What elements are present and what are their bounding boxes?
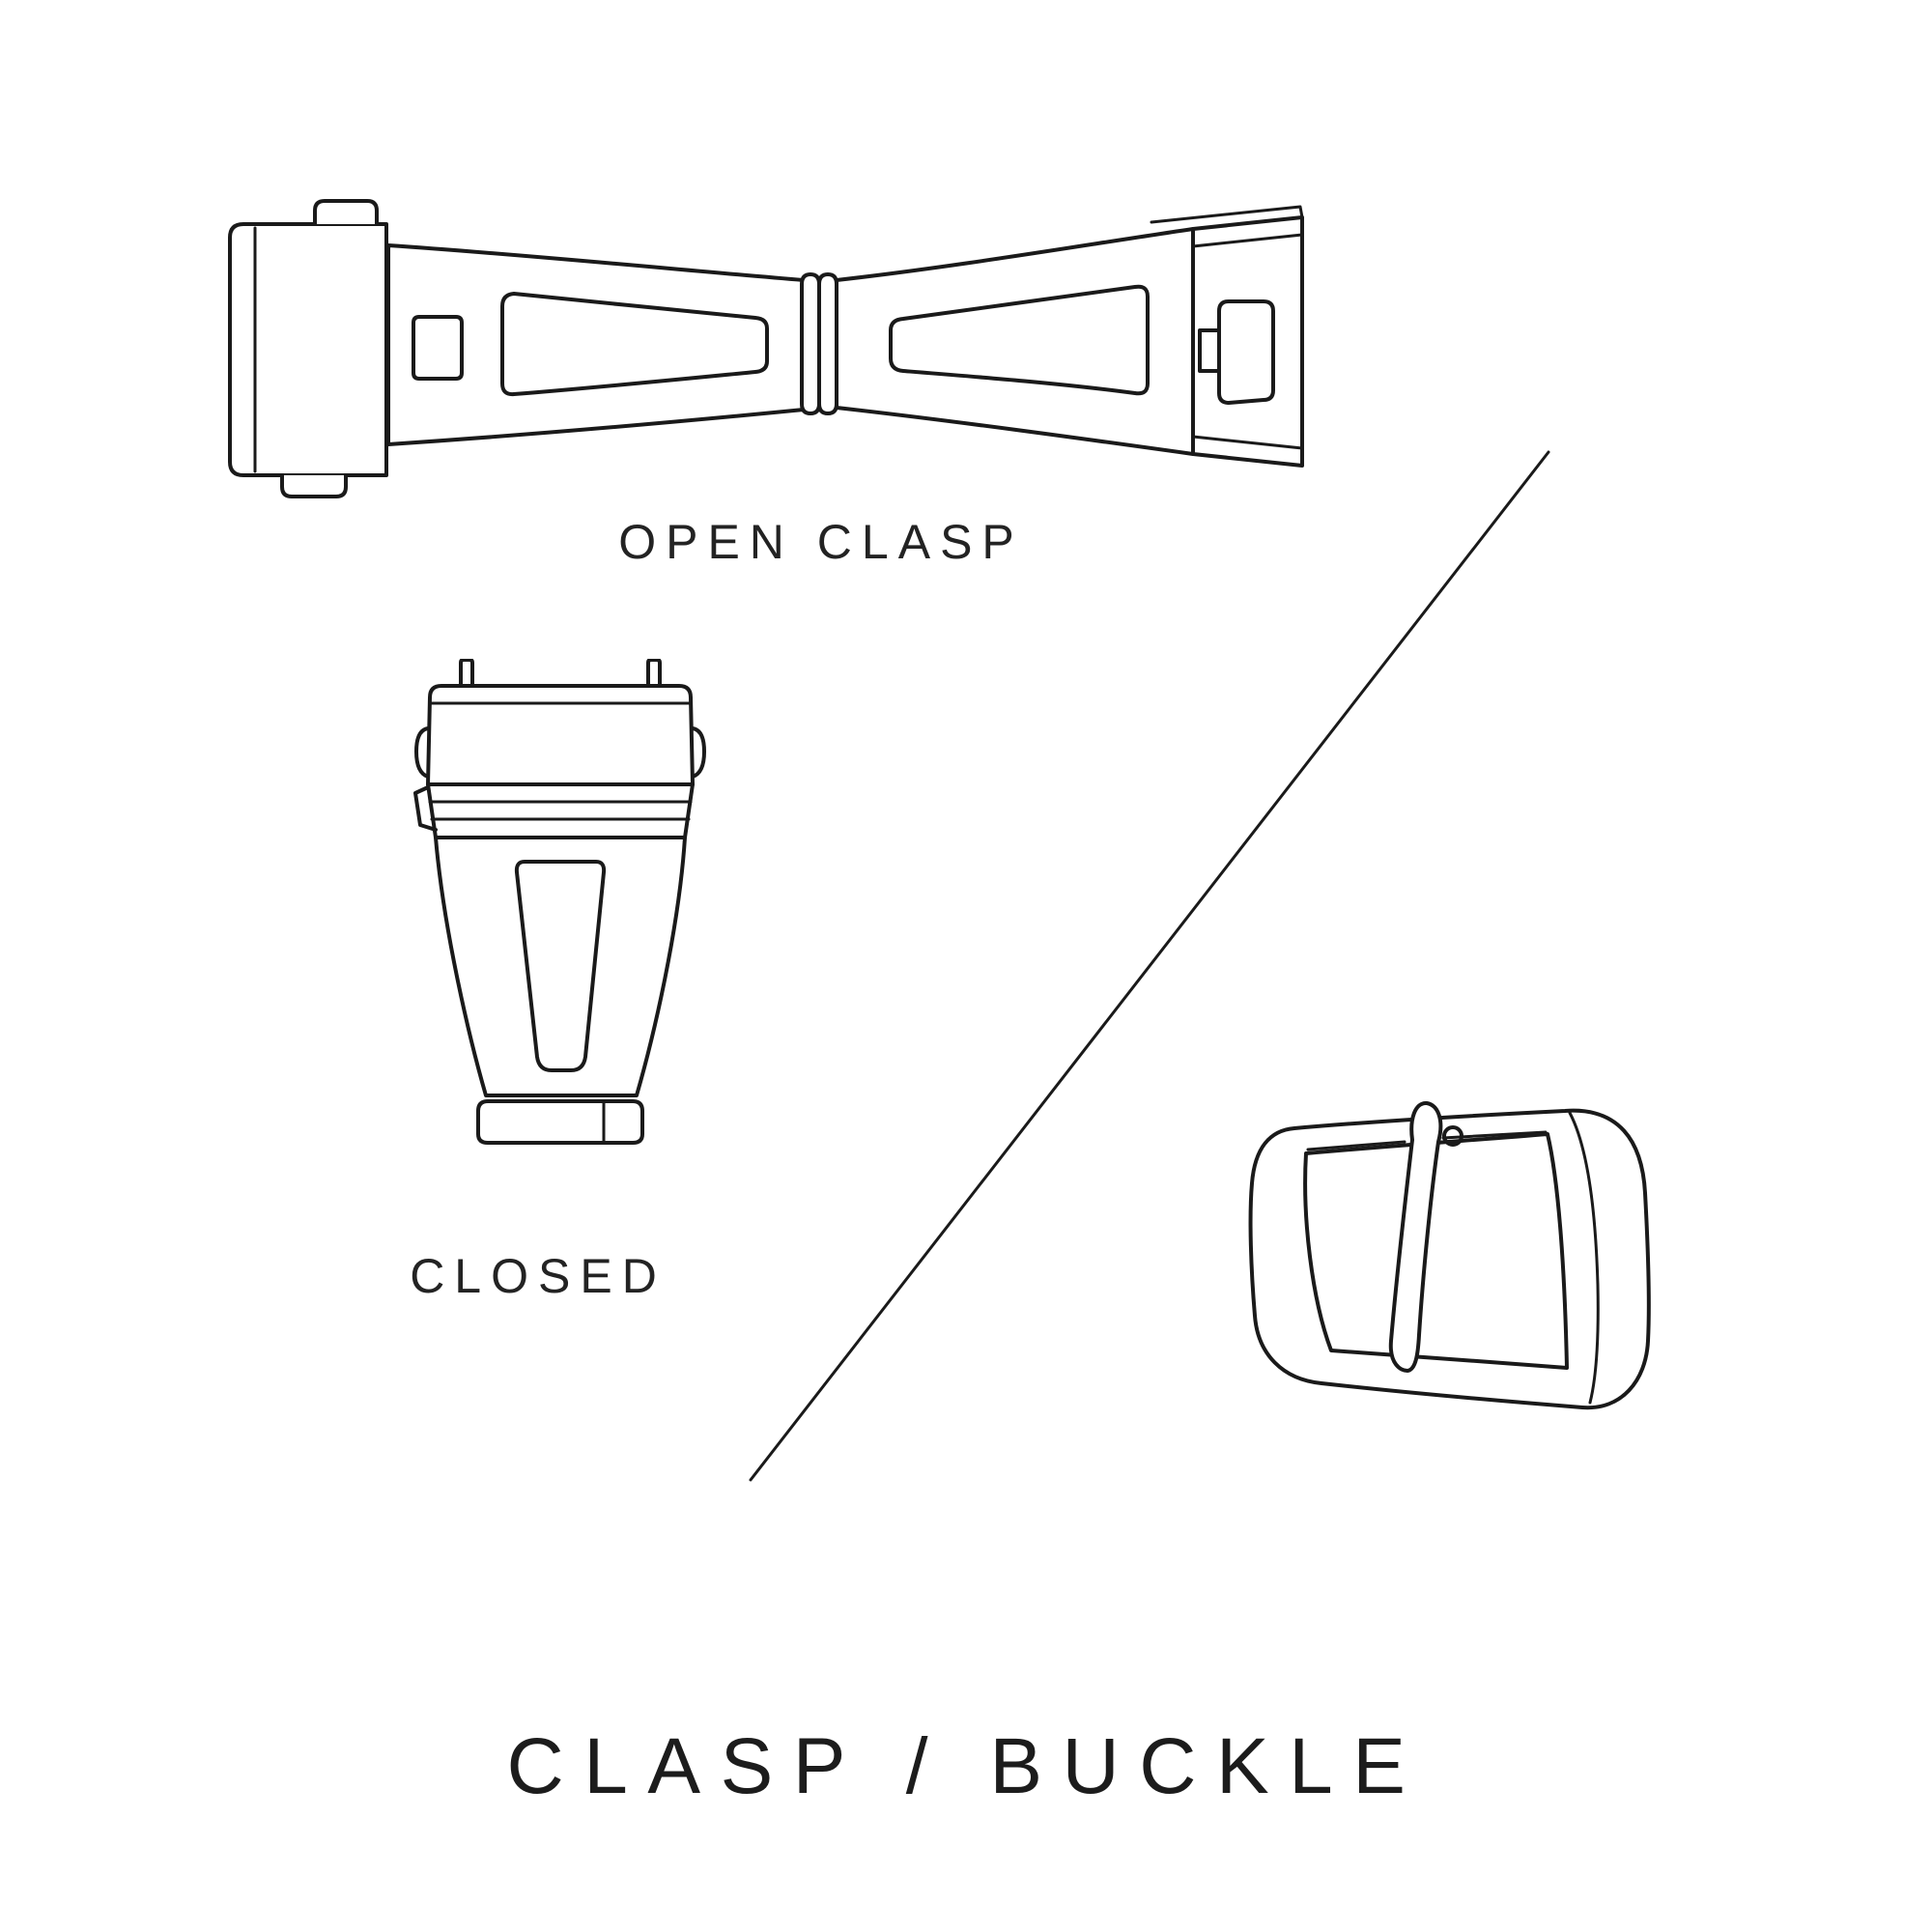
clasp-hinge (800, 272, 838, 415)
clasp-left-endlink (228, 199, 388, 498)
diagram-title: CLASP / BUCKLE (506, 1722, 1426, 1810)
closed-clasp-top-block (414, 684, 706, 786)
divider-line (749, 450, 1550, 1482)
clasp-left-arm (386, 243, 806, 446)
closed-clasp-illustration (413, 659, 706, 1145)
clasp-right-endlink (1150, 205, 1304, 468)
closed-clasp-body (434, 836, 687, 1097)
buckle-pin (1388, 1101, 1443, 1373)
buckle-spring-bar (1306, 1125, 1548, 1151)
closed-clasp-prongs (459, 659, 662, 686)
clasp-right-arm (835, 227, 1195, 456)
closed-clasp-band (413, 782, 695, 839)
open-clasp-label: OPEN CLASP (618, 515, 1024, 569)
closed-clasp-label: CLOSED (410, 1249, 667, 1303)
pin-buckle-illustration (1248, 1101, 1651, 1410)
open-clasp-illustration (228, 199, 1304, 498)
buckle-frame (1248, 1108, 1651, 1410)
closed-clasp-bottom-bar (476, 1099, 644, 1145)
